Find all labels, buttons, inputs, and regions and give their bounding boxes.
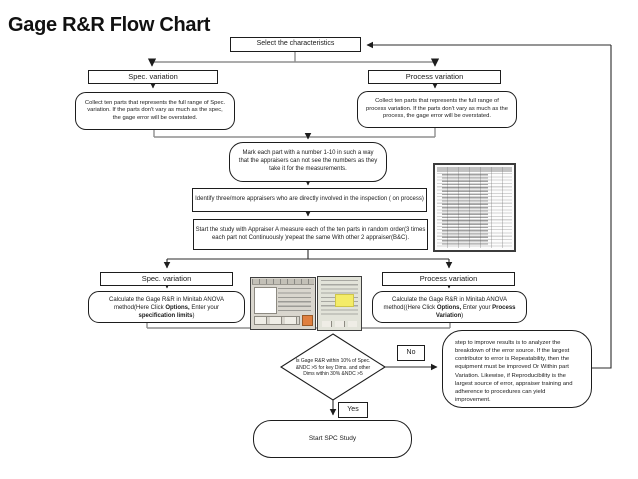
dialog-options-window: [317, 276, 362, 331]
calc-spec-text2: Enter your: [189, 305, 220, 312]
node-spec-variation-top: Spec. variation: [88, 70, 218, 84]
node-spec-variation-bottom: Spec. variation: [100, 272, 233, 286]
decision-diamond-text: Is Gage R&R within 10% of Spec. &NDC >5 …: [295, 358, 371, 378]
node-collect-spec-parts: Collect ten parts that represents the fu…: [75, 92, 235, 130]
node-improve-analysis: step to improve results is to analyzer t…: [442, 330, 592, 408]
calc-process-text2: Enter your: [461, 305, 493, 312]
node-process-variation-top: Process variation: [368, 70, 501, 84]
minitab-dialog-image: [250, 276, 362, 331]
no-label-box: No: [397, 345, 425, 361]
dialog-main-window: [250, 277, 316, 330]
node-start-study: Start the study with Appraiser A measure…: [193, 219, 428, 250]
dialog-buttons-row: [254, 316, 300, 325]
calc-spec-limits-bold: specification limits: [138, 313, 193, 320]
calc-process-options-bold: Options,: [436, 305, 462, 312]
options-buttons-row: [322, 321, 357, 327]
worksheet-data-cells: [442, 174, 488, 245]
node-mark-parts: Mark each part with a number 1-10 in suc…: [229, 142, 387, 182]
calc-process-variation-bold: Process Variation: [435, 305, 516, 320]
dialog-field-rows: [278, 288, 311, 312]
calc-spec-options-bold: Options,: [165, 305, 190, 312]
dialog-variable-listbox: [254, 287, 277, 314]
dialog-toolbar: [252, 279, 314, 285]
page-title: Gage R&R Flow Chart: [8, 14, 211, 36]
node-process-variation-bottom: Process variation: [382, 272, 515, 286]
calc-spec-text3: ): [192, 313, 195, 320]
calc-process-text3: ): [461, 313, 464, 320]
yes-label-box: Yes: [338, 402, 368, 418]
node-select-characteristics: Select the characteristics: [230, 37, 361, 52]
node-collect-process-parts: Collect ten parts that represents the fu…: [357, 91, 517, 128]
node-calc-gage-rr-spec: Calculate the Gage R&R in Minitab ANOVA …: [88, 291, 245, 323]
dialog-accent-button: [302, 315, 313, 326]
node-calc-gage-rr-process: Calculate the Gage R&R in Minitab ANOVA …: [372, 291, 527, 323]
node-identify-appraisers: Identify three/more appraisers who are d…: [192, 188, 427, 212]
minitab-worksheet-image: [433, 163, 516, 252]
node-start-spc-study: Start SPC Study: [253, 420, 412, 458]
options-highlighted-field: [335, 294, 354, 307]
worksheet-header-row: [437, 167, 512, 172]
decision-diamond-shape: [279, 333, 387, 401]
calc-spec-text: Calculate the Gage R&R in Minitab ANOVA …: [109, 297, 224, 312]
calc-process-text: Calculate the Gage R&R in Minitab ANOVA …: [383, 297, 507, 312]
